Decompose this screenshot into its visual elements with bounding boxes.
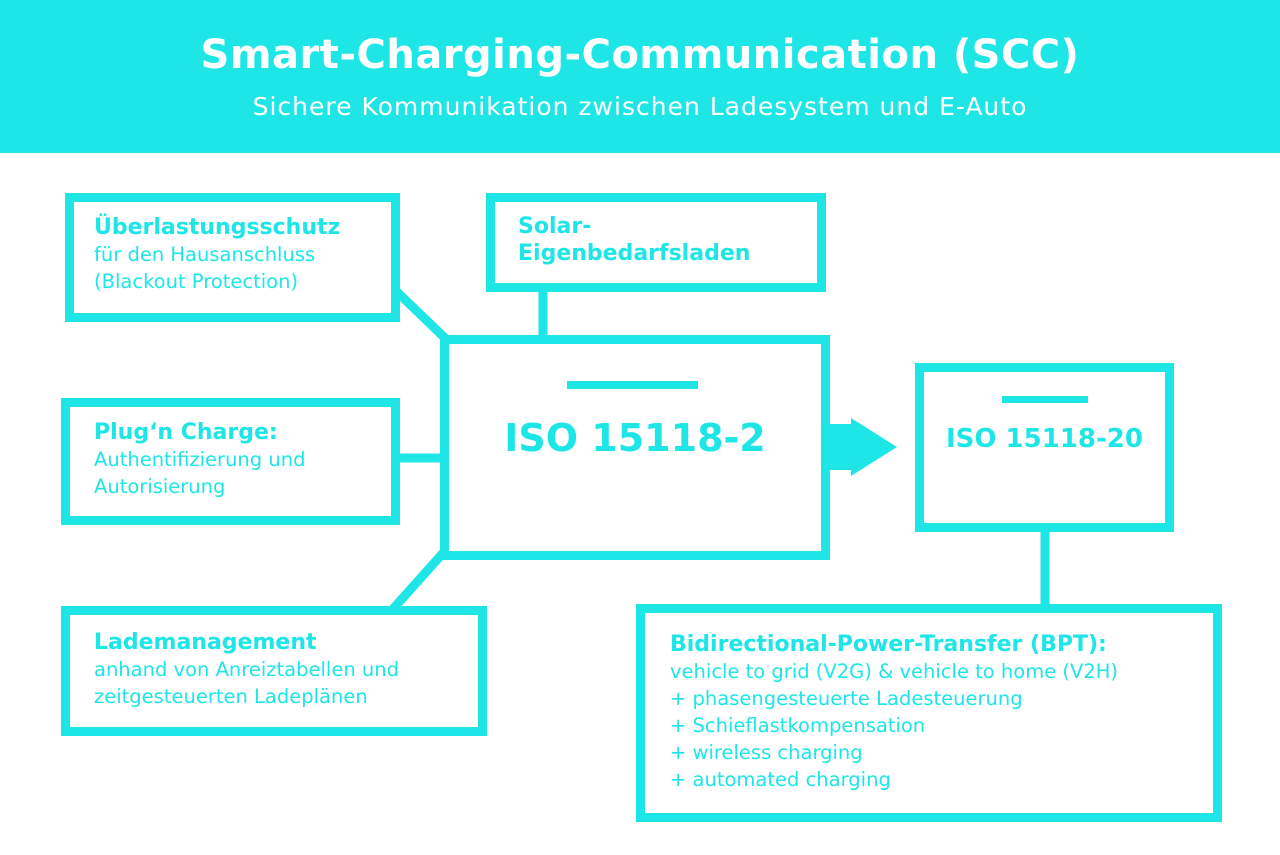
lademanagement-title: Lademanagement — [94, 630, 317, 655]
iso-15118-2-box: ISO 15118-2 — [440, 335, 830, 560]
lademanagement-box: Lademanagement anhand von Anreiztabellen… — [61, 606, 487, 736]
iso-15118-20-box: ISO 15118-20 — [915, 363, 1174, 532]
arrow-right-icon — [851, 418, 897, 476]
connector-overload — [391, 286, 451, 344]
solar-title-line-1: Solar- — [518, 214, 592, 239]
iso-15118-20-bar — [1002, 396, 1088, 403]
bpt-line-2: + phasengesteuerte Ladesteuerung — [670, 687, 1023, 710]
solar-title-line-2: Eigenbedarfsladen — [518, 241, 751, 266]
bpt-line-4: + wireless charging — [670, 741, 863, 764]
header-banner: Smart-Charging-Communication (SCC) Siche… — [0, 0, 1280, 153]
iso-15118-2-bar — [567, 381, 698, 389]
overload-protection-box: Überlastungsschutz für den Hausanschluss… — [65, 193, 400, 322]
page-subtitle: Sichere Kommunikation zwischen Ladesyste… — [252, 92, 1028, 121]
plugncharge-line-2: Autorisierung — [94, 475, 226, 498]
lademanagement-line-2: zeitgesteuerten Ladeplänen — [94, 685, 368, 708]
overload-protection-line-2: (Blackout Protection) — [94, 270, 299, 293]
connector-lademanagement — [388, 549, 447, 614]
page-title: Smart-Charging-Communication (SCC) — [200, 32, 1080, 78]
overload-protection-line-1: für den Hausanschluss — [94, 243, 316, 266]
plugncharge-box: Plug‘n Charge: Authentifizierung und Aut… — [61, 398, 400, 525]
bpt-box: Bidirectional-Power-Transfer (BPT): vehi… — [636, 604, 1222, 822]
overload-protection-title: Überlastungsschutz — [94, 215, 341, 240]
bpt-line-3: + Schieflastkompensation — [670, 714, 926, 737]
bpt-line-5: + automated charging — [670, 768, 891, 791]
plugncharge-line-1: Authentifizierung und — [94, 448, 306, 471]
plugncharge-title: Plug‘n Charge: — [94, 420, 278, 445]
bpt-line-1: vehicle to grid (V2G) & vehicle to home … — [670, 660, 1119, 683]
iso-15118-2-label: ISO 15118-2 — [504, 416, 766, 460]
solar-box: Solar- Eigenbedarfsladen — [486, 193, 826, 292]
bpt-title: Bidirectional-Power-Transfer (BPT): — [670, 632, 1107, 657]
lademanagement-line-1: anhand von Anreiztabellen und — [94, 658, 399, 681]
iso-15118-20-label: ISO 15118-20 — [946, 424, 1143, 454]
